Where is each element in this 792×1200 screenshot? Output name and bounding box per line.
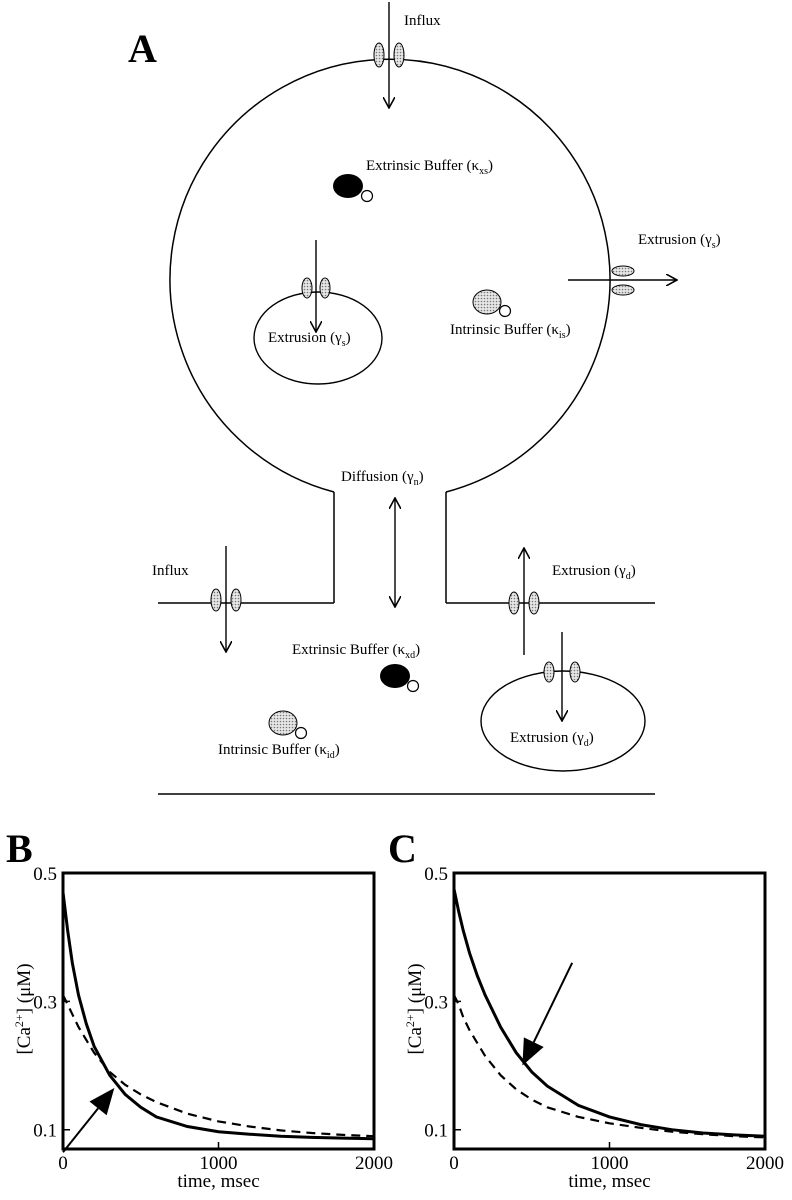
channel-icon [230,588,242,612]
label-intrinsic-buffer-d: Intrinsic Buffer (κid) [218,742,340,761]
x-tick-label: 2000 [355,1153,393,1174]
y-axis-label-suffix: ] (μM) [14,963,35,1014]
plot-frame [452,871,767,1151]
extrinsic-buffer-icon [333,174,363,198]
annotation-arrow-shaft [532,962,574,1043]
annotation-arrow-shaft [62,1107,99,1153]
label-extrusion-dend-right: Extrusion (γd) [552,563,636,582]
label-influx-top: Influx [404,13,441,29]
channel-icon [569,661,581,683]
y-axis-label-sup: 2+ [12,1014,26,1027]
y-axis-label-prefix: [Ca [405,1027,426,1055]
extrinsic-buffer-icon [380,664,410,688]
buffer-site-icon [498,304,512,318]
y-tick-label: 0.3 [33,992,57,1013]
panel-letter-b: B [6,826,33,871]
chart-c: C 0 1000 2000 0.1 0.3 0.5 time, msec [Ca2+] (μM) [388,826,784,1192]
channel-icon [528,591,540,615]
plot-frame [61,871,376,1151]
y-axis-label-suffix: ] (μM) [405,963,426,1014]
chart-b: B 0 1000 2000 0.1 0.3 0.5 time, msec [Ca2+] (μM) [6,826,393,1192]
label-intrinsic-buffer-s: Intrinsic Buffer (κis) [450,322,571,341]
channel-icon [319,277,331,299]
series-line-dashed [62,994,375,1138]
buffer-site-icon [294,726,308,740]
y-tick-label: 0.3 [424,992,448,1013]
label-diffusion: Diffusion (γn) [341,469,424,488]
annotation-arrow-head [89,1088,115,1116]
channel-icon [543,661,555,683]
label-extrusion-dend-inner: Extrusion (γd) [510,730,594,749]
x-tick-label: 0 [58,1153,68,1174]
x-tick-label: 1000 [591,1153,629,1174]
y-tick-label: 0.5 [33,864,57,885]
label-extrinsic-buffer-d: Extrinsic Buffer (κxd) [292,642,420,661]
x-axis-label: time, msec [177,1171,259,1192]
label-extrusion-right: Extrusion (γs) [638,232,721,251]
y-tick-label: 0.5 [424,864,448,885]
panel-letter-c: C [388,826,417,871]
channel-icon [301,277,313,299]
x-tick-label: 1000 [200,1153,238,1174]
annotation-arrow-head [522,1037,544,1066]
organelle-soma [253,291,383,385]
channel-icon [210,588,222,612]
buffer-site-icon [360,189,374,203]
intrinsic-buffer-icon [268,710,298,736]
series-line-dashed [453,994,766,1139]
y-axis-label: [Ca2+] (μM) [403,963,426,1054]
series-line-solid [452,888,766,1138]
y-axis-label: [Ca2+] (μM) [12,963,35,1054]
y-tick-label: 0.1 [424,1121,448,1142]
label-extrusion-inner: Extrusion (γs) [268,330,351,349]
y-axis-label-sup: 2+ [403,1014,417,1027]
label-influx-bottom: Influx [152,563,189,579]
label-extrinsic-buffer-s: Extrinsic Buffer (κxs) [366,158,493,177]
channel-icon [611,265,635,277]
y-axis-label-prefix: [Ca [14,1027,35,1055]
x-axis-label: time, msec [568,1171,650,1192]
channel-icon [611,284,635,296]
y-tick-label: 0.1 [33,1121,57,1142]
x-tick-label: 2000 [746,1153,784,1174]
x-tick-label: 0 [449,1153,459,1174]
channel-icon [373,42,385,68]
series-line-solid [61,892,375,1141]
soma-membrane [169,58,611,493]
panel-letter-a: A [128,26,157,71]
channel-icon [508,591,520,615]
panel-a: A Influx Extrinsic Buffer (κxs) Extrusio… [128,2,721,795]
organelle-dendrite [480,670,646,772]
buffer-site-icon [406,679,420,693]
channel-icon [393,42,405,68]
intrinsic-buffer-icon [472,289,502,315]
